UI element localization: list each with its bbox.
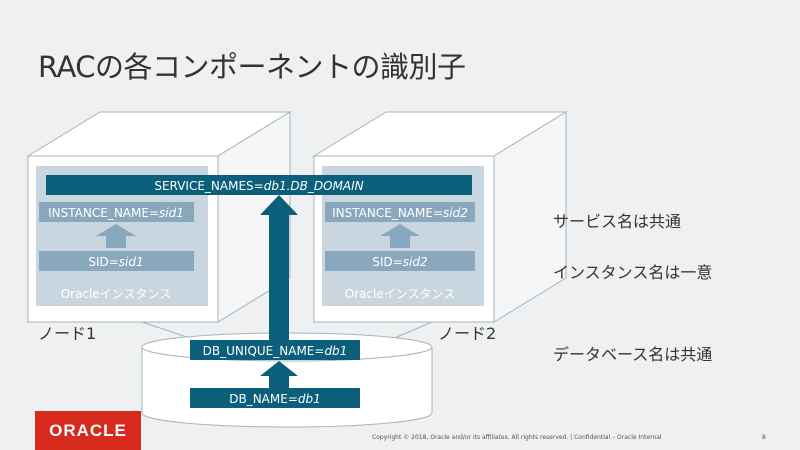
db-name-arrow [260,361,298,388]
oracle-logo: ORACLE [35,411,141,450]
node2-sid-box [325,251,475,271]
node2-instance-caption: Oracleインスタンス [345,287,456,301]
oracle-logo-text: ORACLE [49,420,127,440]
db-name-bar [190,388,360,408]
node2-label: ノード2 [438,324,496,343]
node2-instance-name-box [325,202,475,222]
node1-sid-label: SID=sid1 [88,255,143,269]
node1-instance-caption: Oracleインスタンス [61,287,172,301]
db-name-label: DB_NAME=db1 [229,392,321,406]
note-database: データベース名は共通 [553,345,713,364]
node1-label: ノード1 [38,324,96,343]
db-unique-name-bar [190,340,360,360]
node1-arrow [96,224,136,248]
node1-instance-name-label: INSTANCE_NAME=sid1 [48,206,184,220]
node1-sid-box [39,251,194,271]
node2-arrow [380,224,420,248]
service-names-label: SERVICE_NAMES=db1.DB_DOMAIN [154,179,363,193]
db-to-service-arrow [260,195,298,340]
node2-instance-name-label: INSTANCE_NAME=sid2 [332,206,468,220]
note-service: サービス名は共通 [553,212,682,231]
node2-connector [389,321,433,341]
service-names-bar [46,175,472,195]
note-instance: インスタンス名は一意 [553,263,713,282]
db-unique-name-label: DB_UNIQUE_NAME=db1 [203,344,348,358]
node2-sid-label: SID=sid2 [372,255,427,269]
slide-title: RACの各コンポーネントの識別子 [38,50,466,84]
node1-instance-name-box [39,202,194,222]
page-number: 8 [762,434,766,441]
copyright-text: Copyright © 2018, Oracle and/or its affi… [372,434,662,441]
